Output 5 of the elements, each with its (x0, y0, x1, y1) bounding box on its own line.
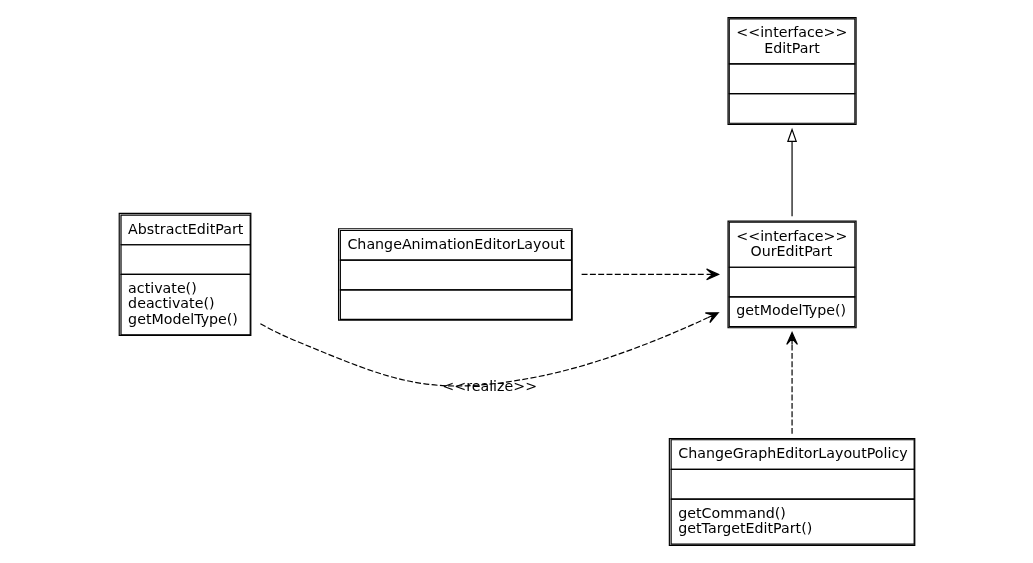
arrow (785, 331, 798, 435)
edge-label: <<realize>> (441, 377, 537, 394)
arrow (786, 127, 797, 217)
arrow (259, 312, 719, 387)
arrow (580, 268, 719, 281)
